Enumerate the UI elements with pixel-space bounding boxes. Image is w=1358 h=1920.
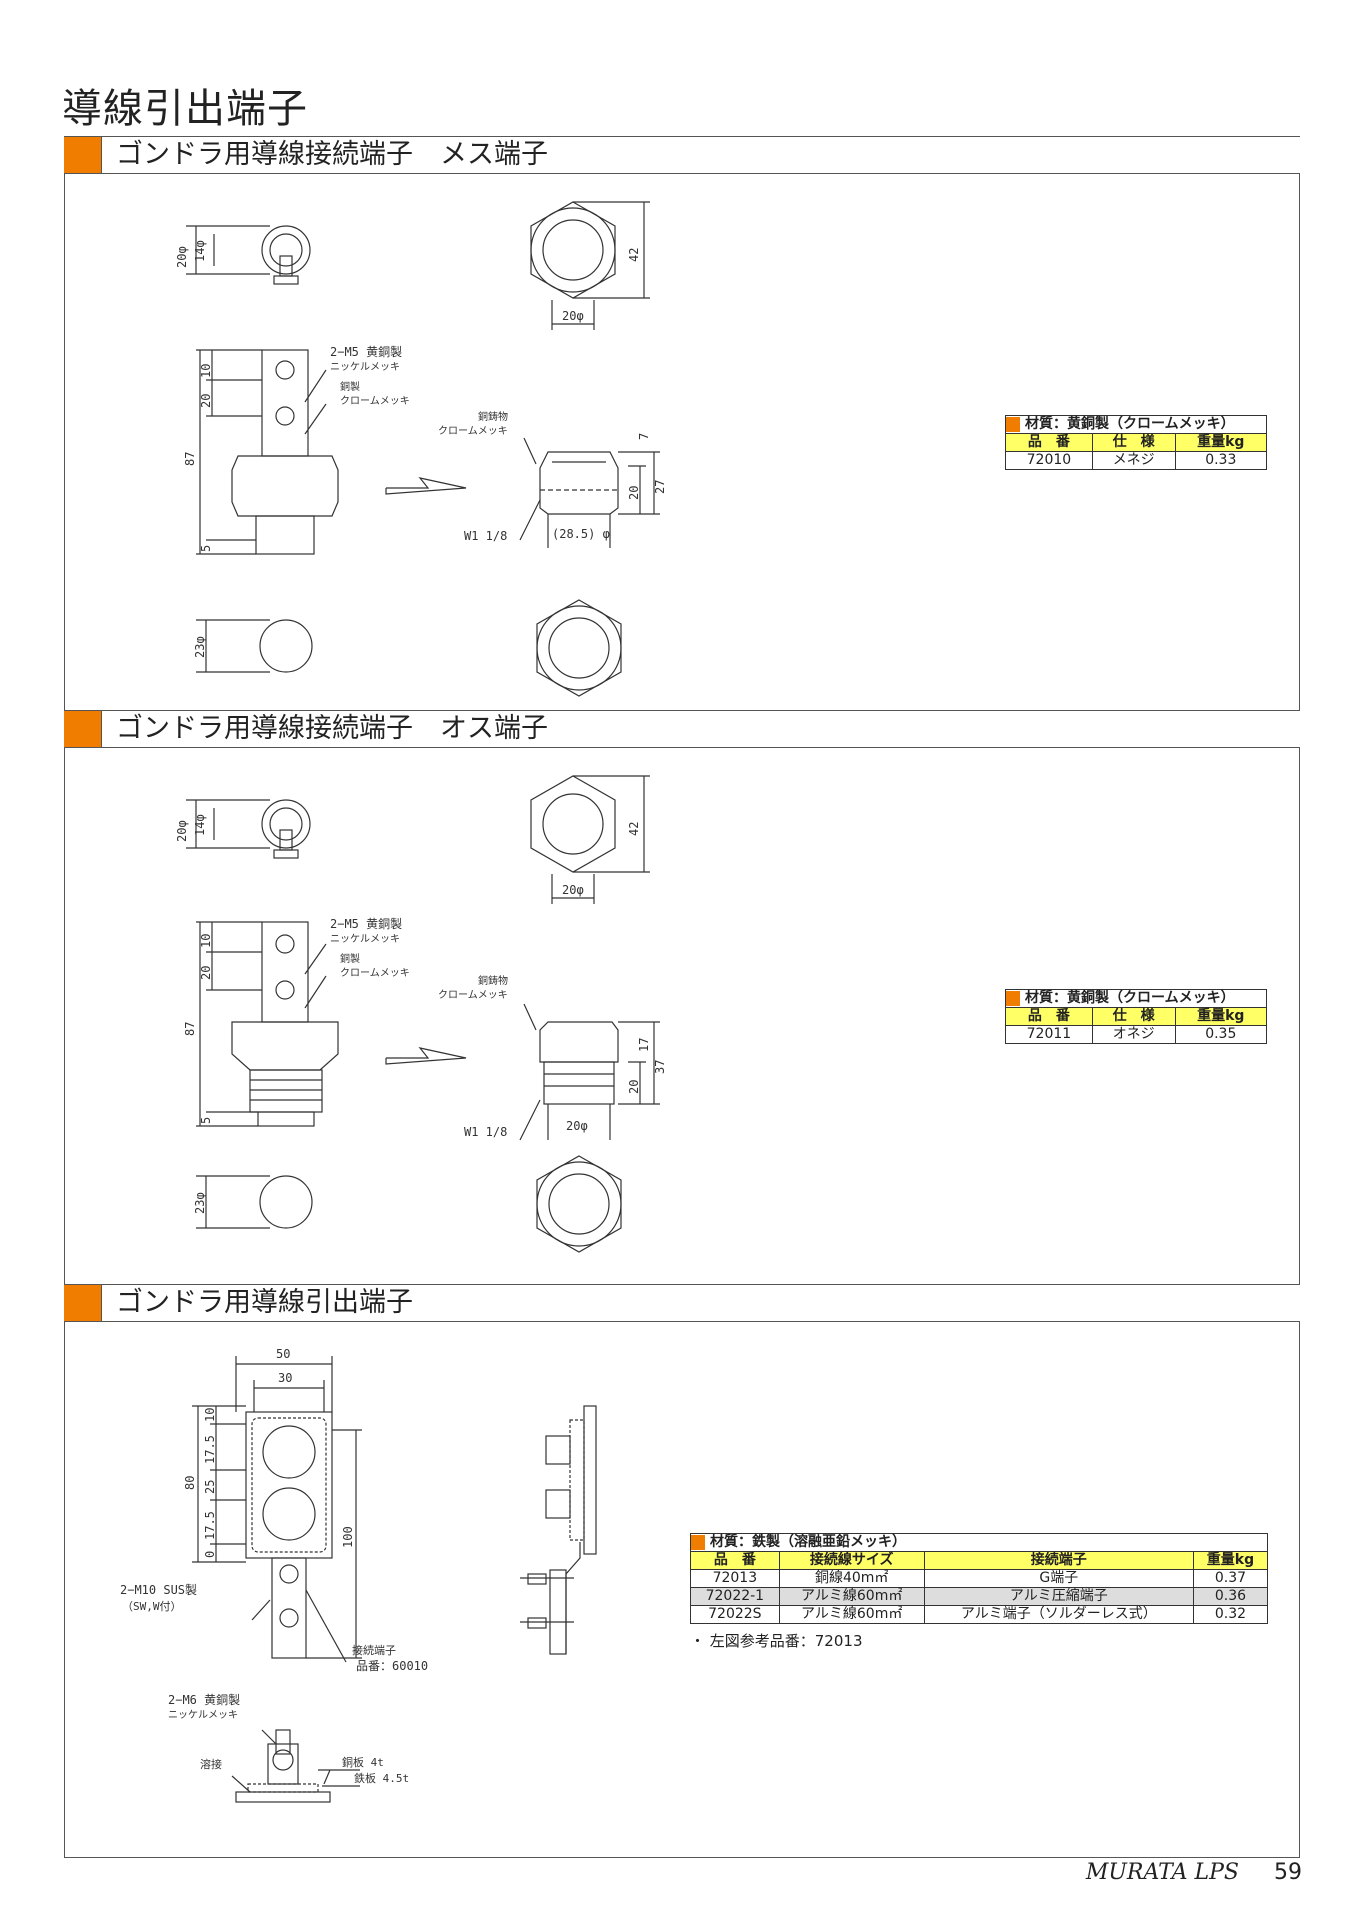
svg-text:42: 42 xyxy=(627,822,641,836)
reference-note: ・ 左図参考品番：72013 xyxy=(690,1632,863,1650)
svg-text:2−M10 SUS製: 2−M10 SUS製 xyxy=(120,1583,197,1597)
svg-text:品番：60010: 品番：60010 xyxy=(356,1659,428,1673)
svg-text:20: 20 xyxy=(627,486,641,500)
svg-text:銅製: 銅製 xyxy=(340,952,360,965)
svg-text:7: 7 xyxy=(637,433,651,440)
svg-text:鉄板 4.5t: 鉄板 4.5t xyxy=(354,1771,409,1785)
svg-text:銅鋳物: 銅鋳物 xyxy=(478,410,508,423)
svg-text:W1 1/8: W1 1/8 xyxy=(464,529,507,543)
svg-text:2−M5 黄銅製: 2−M5 黄銅製 xyxy=(330,917,402,931)
svg-text:ニッケルメッキ: ニッケルメッキ xyxy=(330,933,400,945)
svg-text:銅製: 銅製 xyxy=(340,380,360,393)
header-weight: 重量kg xyxy=(1174,433,1268,452)
material-marker xyxy=(1006,416,1020,432)
header-spec: 仕 様 xyxy=(1091,1007,1176,1026)
header-weight: 重量kg xyxy=(1174,1007,1268,1026)
svg-text:27: 27 xyxy=(653,480,667,494)
svg-text:23φ: 23φ xyxy=(193,636,207,658)
svg-text:溶接: 溶接 xyxy=(200,1757,222,1771)
svg-text:接続端子: 接続端子 xyxy=(352,1643,396,1657)
header-spec: 仕 様 xyxy=(1091,433,1176,452)
svg-text:100: 100 xyxy=(341,1526,355,1548)
svg-text:0: 0 xyxy=(203,1551,217,1558)
svg-text:87: 87 xyxy=(183,452,197,466)
section-marker xyxy=(64,137,102,173)
header-part-no: 品 番 xyxy=(690,1551,780,1570)
section-title: ゴンドラ用導線引出端子 xyxy=(116,1287,413,1318)
svg-text:10: 10 xyxy=(199,364,213,378)
material-marker xyxy=(1006,990,1020,1006)
material-cell: 材質：黄銅製（クロームメッキ） xyxy=(1005,415,1267,434)
section-header-lead: ゴンドラ用導線引出端子 xyxy=(64,1284,1300,1322)
svg-text:17: 17 xyxy=(637,1038,651,1052)
table-row: 72013 銅線40m㎡ G端子 0.37 xyxy=(690,1569,1269,1588)
table-row: 72011 オネジ 0.35 xyxy=(1005,1025,1268,1044)
spec-table-lead: 材質：鉄製（溶融亜鉛メッキ） 品 番 接続線サイズ 接続端子 重量kg 7201… xyxy=(690,1533,1269,1624)
svg-text:20φ: 20φ xyxy=(566,1119,588,1133)
section-title: ゴンドラ用導線接続端子 メス端子 xyxy=(116,139,548,170)
page-number: 59 xyxy=(1274,1860,1302,1885)
svg-text:クロームメッキ: クロームメッキ xyxy=(438,425,508,437)
svg-text:ニッケルメッキ: ニッケルメッキ xyxy=(330,361,400,373)
svg-text:50: 50 xyxy=(276,1347,290,1361)
footer: MURATA LPS 59 xyxy=(1086,1860,1302,1885)
table-row: 72022-1 アルミ線60m㎡ アルミ圧縮端子 0.36 xyxy=(690,1587,1269,1606)
svg-text:10: 10 xyxy=(199,934,213,948)
header-weight: 重量kg xyxy=(1192,1551,1269,1570)
svg-text:42: 42 xyxy=(627,248,641,262)
svg-text:10: 10 xyxy=(203,1408,217,1422)
header-part-no: 品 番 xyxy=(1005,1007,1093,1026)
svg-text:ニッケルメッキ: ニッケルメッキ xyxy=(168,1709,238,1721)
table-row: 72022S アルミ線60m㎡ アルミ端子（ソルダーレス式） 0.32 xyxy=(690,1605,1269,1624)
svg-text:クロームメッキ: クロームメッキ xyxy=(340,395,410,407)
page-title: 導線引出端子 xyxy=(62,86,308,132)
svg-text:(28.5) φ: (28.5) φ xyxy=(552,527,610,541)
header-terminal: 接続端子 xyxy=(923,1551,1194,1570)
section-marker xyxy=(64,711,102,747)
svg-text:20φ: 20φ xyxy=(562,309,584,323)
svg-text:87: 87 xyxy=(183,1022,197,1036)
svg-text:17.5: 17.5 xyxy=(203,1511,217,1540)
section-title: ゴンドラ用導線接続端子 オス端子 xyxy=(116,713,548,744)
brand-name: MURATA LPS xyxy=(1085,1860,1239,1885)
header-wire-size: 接続線サイズ xyxy=(778,1551,925,1570)
svg-text:20φ: 20φ xyxy=(562,883,584,897)
svg-text:銅板 4t: 銅板 4t xyxy=(342,1755,384,1769)
svg-text:30: 30 xyxy=(278,1371,292,1385)
section-header-male: ゴンドラ用導線接続端子 オス端子 xyxy=(64,710,1300,748)
material-cell: 材質：黄銅製（クロームメッキ） xyxy=(1005,989,1267,1008)
svg-text:5: 5 xyxy=(199,1117,213,1124)
material-marker xyxy=(691,1534,705,1550)
header-part-no: 品 番 xyxy=(1005,433,1093,452)
svg-text:20: 20 xyxy=(627,1080,641,1094)
svg-text:17.5: 17.5 xyxy=(203,1435,217,1464)
svg-text:5: 5 xyxy=(199,545,213,552)
svg-text:20: 20 xyxy=(199,966,213,980)
material-cell: 材質：鉄製（溶融亜鉛メッキ） xyxy=(690,1533,1268,1552)
svg-text:14φ: 14φ xyxy=(193,814,207,836)
svg-text:クロームメッキ: クロームメッキ xyxy=(340,967,410,979)
svg-text:20φ: 20φ xyxy=(175,820,189,842)
table-row: 72010 メネジ 0.33 xyxy=(1005,451,1268,470)
section-header-female: ゴンドラ用導線接続端子 メス端子 xyxy=(64,136,1300,174)
svg-text:23φ: 23φ xyxy=(193,1192,207,1214)
spec-table-female: 材質：黄銅製（クロームメッキ） 品 番 仕 様 重量kg 72010 メネジ 0… xyxy=(1005,415,1268,470)
svg-text:2−M5 黄銅製: 2−M5 黄銅製 xyxy=(330,345,402,359)
svg-text:W1 1/8: W1 1/8 xyxy=(464,1125,507,1139)
svg-text:2−M6 黄銅製: 2−M6 黄銅製 xyxy=(168,1693,240,1707)
svg-text:37: 37 xyxy=(653,1060,667,1074)
svg-text:銅鋳物: 銅鋳物 xyxy=(478,974,508,987)
svg-text:80: 80 xyxy=(183,1476,197,1490)
svg-text:20: 20 xyxy=(199,394,213,408)
section-marker xyxy=(64,1285,102,1321)
spec-table-male: 材質：黄銅製（クロームメッキ） 品 番 仕 様 重量kg 72011 オネジ 0… xyxy=(1005,989,1268,1044)
svg-text:クロームメッキ: クロームメッキ xyxy=(438,989,508,1001)
svg-text:25: 25 xyxy=(203,1480,217,1494)
svg-text:20φ: 20φ xyxy=(175,246,189,268)
svg-text:14φ: 14φ xyxy=(193,240,207,262)
svg-text:（SW,W付）: （SW,W付） xyxy=(122,1600,182,1613)
